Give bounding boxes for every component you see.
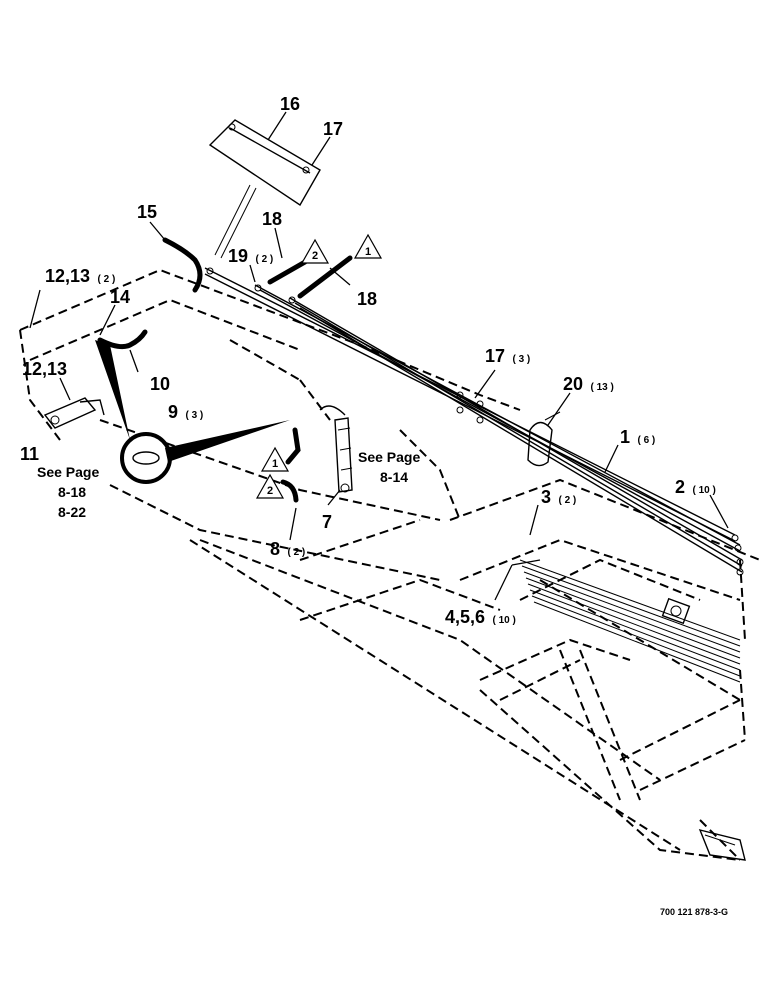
callout-12-13-top: 12,13 ( 2 ) [45,266,115,286]
callout-16: 16 [280,94,300,114]
callout-9: 9 ( 3 ) [168,402,203,422]
callout-number: 3 [541,487,551,507]
hose-18-left [267,259,308,285]
triangle-note-2b: 2 [255,473,285,499]
see-page-left-line1: See Page [37,464,99,480]
callout-14: 14 [110,287,130,307]
triangle-note-2a: 2 [300,238,330,264]
callout-20: 20 ( 13 ) [563,374,614,394]
callout-10: 10 [150,374,170,394]
hose-15 [162,237,203,293]
callout-18-upper: 18 [262,209,282,229]
callout-number: 2 [675,477,685,497]
callout-number: 9 [168,402,178,422]
hose-small-2 [280,479,299,503]
callout-quantity: ( 10 ) [493,615,516,626]
see-page-mid-line1: See Page [358,449,420,465]
callout-11: 11 [20,444,39,464]
callout-19: 19 ( 2 ) [228,246,273,266]
callout-1: 1 ( 6 ) [620,427,655,447]
see-page-mid-line2: 8-14 [380,469,408,485]
frame-hatch [519,559,741,683]
callout-quantity: ( 2 ) [558,495,576,506]
callout-quantity: ( 2 ) [255,254,273,265]
callout-number: 8 [270,539,280,559]
triangle-label: 1 [272,458,278,470]
hose-18-right [297,255,353,299]
callout-quantity: ( 13 ) [590,382,613,393]
left-bracket [43,397,105,429]
header-frame [19,268,761,861]
hose-holder-plate [208,119,321,259]
callout-4-5-6: 4,5,6 ( 10 ) [445,607,516,627]
callout-7: 7 [322,512,332,532]
cylinder-7 [319,405,353,493]
callout-number: 19 [228,246,248,266]
callout-2: 2 ( 10 ) [675,477,716,497]
callout-quantity: ( 6 ) [637,435,655,446]
hose-10 [97,329,148,350]
callout-number: 20 [563,374,583,394]
callout-quantity: ( 3 ) [512,354,530,365]
callout-15: 15 [137,202,157,222]
hydraulic-lines [204,267,744,576]
triangle-label: 2 [312,250,318,262]
triangle-note-1a: 1 [353,233,383,259]
callout-quantity: ( 2 ) [287,547,305,558]
tube-clamp [527,411,561,467]
detail-circle [95,340,290,484]
figure-number: 700 121 878-3-G [660,907,728,917]
callout-quantity: ( 3 ) [185,410,203,421]
callout-8: 8 ( 2 ) [270,539,305,559]
callout-12-13-lower: 12,13 [22,359,67,379]
corner-bracket [698,828,746,861]
callout-17-top: 17 [323,119,343,139]
callout-quantity: ( 2 ) [98,274,116,285]
triangle-note-1b: 1 [260,446,290,472]
leader-lines [29,111,729,601]
see-page-left-line3: 8-22 [58,504,86,520]
callout-number: 1 [620,427,630,447]
callout-number: 17 [485,346,505,366]
callout-3: 3 ( 2 ) [541,487,576,507]
hose-small-1 [285,427,301,465]
callout-number: 4,5,6 [445,607,485,627]
triangle-label: 2 [267,485,273,497]
callout-17-mid: 17 ( 3 ) [485,346,530,366]
callout-18-lower: 18 [357,289,377,309]
triangle-label: 1 [365,246,371,258]
see-page-left-line2: 8-18 [58,484,86,500]
callout-number: 12,13 [45,266,90,286]
callout-quantity: ( 10 ) [692,485,715,496]
